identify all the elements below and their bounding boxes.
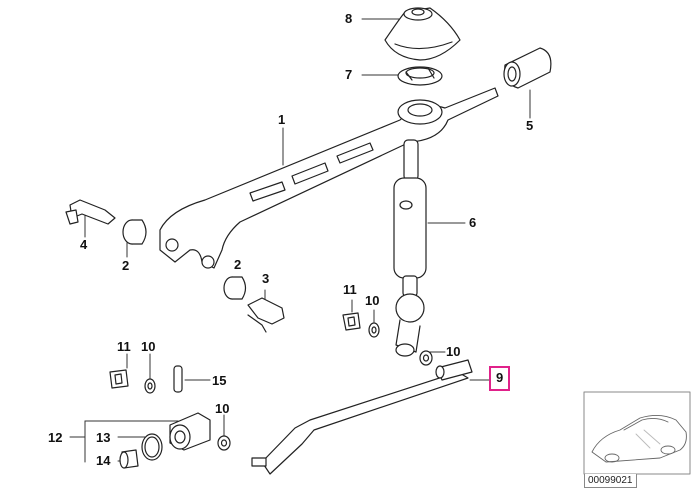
washer-part-10b bbox=[368, 322, 380, 338]
shift-lever-part-1 bbox=[159, 87, 499, 269]
callout-10a[interactable]: 10 bbox=[141, 339, 156, 354]
bushing-part-2a bbox=[122, 219, 147, 245]
bushing-part-5 bbox=[503, 47, 552, 89]
callout-8[interactable]: 8 bbox=[345, 11, 353, 26]
car-sedan-icon bbox=[591, 415, 687, 463]
clip-part-3 bbox=[247, 297, 285, 333]
ring-part-13 bbox=[141, 433, 163, 461]
joint-part-12 bbox=[169, 412, 211, 451]
callout-2a[interactable]: 2 bbox=[122, 258, 130, 273]
clip-part-4 bbox=[65, 199, 116, 225]
washer-part-10a bbox=[144, 378, 156, 394]
leader-lines bbox=[69, 18, 531, 463]
callout-2b[interactable]: 2 bbox=[234, 257, 242, 272]
rod-part-6 bbox=[393, 139, 427, 357]
washer-part-10d bbox=[217, 435, 231, 451]
callout-6[interactable]: 6 bbox=[469, 215, 477, 230]
callout-15[interactable]: 15 bbox=[212, 373, 227, 388]
pin-part-15 bbox=[173, 365, 183, 393]
ring-part-7 bbox=[397, 66, 443, 86]
boot-part-8 bbox=[384, 7, 461, 61]
callout-11b[interactable]: 11 bbox=[343, 282, 357, 297]
callout-10b[interactable]: 10 bbox=[365, 293, 380, 308]
callout-12[interactable]: 12 bbox=[48, 430, 63, 445]
vehicle-thumbnail bbox=[583, 391, 691, 475]
callout-9[interactable]: 9 bbox=[489, 366, 511, 391]
clip-part-11a bbox=[109, 369, 129, 389]
callout-10d[interactable]: 10 bbox=[215, 401, 230, 416]
callout-11a[interactable]: 11 bbox=[117, 339, 131, 354]
callout-7[interactable]: 7 bbox=[345, 67, 353, 82]
callout-4[interactable]: 4 bbox=[80, 237, 88, 252]
callout-13[interactable]: 13 bbox=[96, 430, 111, 445]
bushing-part-2b bbox=[223, 276, 247, 300]
callout-10c[interactable]: 10 bbox=[446, 344, 461, 359]
reference-number: 00099021 bbox=[584, 474, 637, 488]
callout-1[interactable]: 1 bbox=[278, 112, 286, 127]
washer-part-10c bbox=[419, 350, 433, 366]
bushing-part-14 bbox=[119, 449, 139, 469]
callout-3[interactable]: 3 bbox=[262, 271, 270, 286]
clip-part-11b bbox=[342, 312, 361, 331]
callout-14[interactable]: 14 bbox=[96, 453, 111, 468]
shift-rod-part-9 bbox=[251, 359, 473, 475]
callout-5[interactable]: 5 bbox=[526, 118, 534, 133]
